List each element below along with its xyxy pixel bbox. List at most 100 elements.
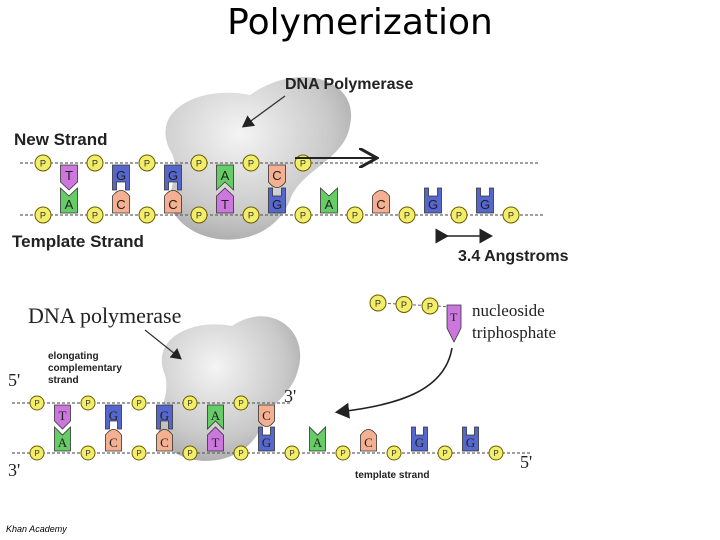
top-tmpl-phosphate-1-label: P [92, 210, 98, 220]
bottom-tmpl-base-5-letter: A [313, 435, 323, 450]
bottom-new-phosphate-0 [29, 395, 45, 411]
nucleoside-triphosphate: P P P T [369, 294, 462, 343]
bottom-tmpl-base-8-letter: G [466, 435, 475, 450]
nucleoside-label-1: nucleoside [472, 301, 545, 320]
bottom-tmpl-base-7 [411, 426, 428, 452]
top-new-base-4 [268, 164, 286, 188]
top-new-base-3 [216, 164, 234, 191]
top-tmpl-base-3-letter: T [221, 197, 229, 212]
incoming-arrow [334, 347, 453, 419]
template-strand-caption: template strand [355, 470, 429, 481]
ntp-phosphate-1 [395, 296, 413, 313]
bottom-tmpl-phosphate-9-label: P [493, 449, 498, 458]
top-tmpl-phosphate-4 [242, 206, 260, 224]
bottom-new-base-1 [105, 404, 122, 430]
top-tmpl-base-7-letter: G [428, 197, 438, 212]
bottom-tmpl-phosphate-1-label: P [85, 449, 90, 458]
bottom-tmpl-base-2-letter: C [160, 435, 169, 450]
bottom-tmpl-phosphate-5 [284, 445, 300, 461]
elongating-label-1: elongating [48, 351, 99, 362]
spacing-label: 3.4 Angstroms [458, 248, 569, 265]
bottom-tmpl-phosphate-1 [80, 445, 96, 461]
top-tmpl-base-3 [216, 187, 234, 214]
bottom-new-base-2-letter: G [160, 408, 169, 423]
top-new-base-4-letter: C [272, 168, 281, 183]
ntp-base-letter: T [450, 310, 458, 324]
top-tmpl-base-5-letter: A [325, 197, 334, 212]
new-strand-label: New Strand [14, 130, 108, 149]
bottom-tmpl-phosphate-5-label: P [289, 449, 294, 458]
elongating-label-3: strand [48, 375, 79, 386]
bottom-new-phosphate-4-label: P [238, 399, 243, 408]
ntp-phosphate-0-label: P [375, 298, 381, 308]
bottom-new-phosphate-1 [80, 395, 96, 411]
top-tmpl-base-8-letter: G [480, 197, 490, 212]
top-tmpl-phosphate-8 [450, 206, 468, 224]
top-tmpl-phosphate-6-label: P [352, 210, 358, 220]
nucleoside-label-2: triphosphate [472, 323, 556, 342]
bottom-tmpl-base-5 [309, 426, 326, 452]
top-new-base-2 [164, 164, 182, 191]
top-tmpl-phosphate-5-label: P [300, 210, 306, 220]
bottom-tmpl-base-4 [258, 426, 275, 452]
ntp-phosphate-2-label: P [427, 301, 433, 311]
ntp-phosphate-1-label: P [401, 300, 407, 310]
top-new-phosphate-4-label: P [248, 158, 254, 168]
bottom-new-phosphate-1-label: P [85, 399, 90, 408]
bottom-new-base-4-letter: C [262, 408, 271, 423]
bottom-new-base-1-letter: G [109, 408, 118, 423]
top-tmpl-base-1 [112, 190, 130, 214]
bottom-tmpl-base-3-letter: T [212, 435, 220, 450]
bottom-new-base-3-letter: A [211, 408, 221, 423]
top-tmpl-base-2-letter: C [168, 197, 177, 212]
top-tmpl-base-7 [424, 187, 442, 214]
bottom-enzyme-blob [158, 316, 301, 461]
bottom-tmpl-phosphate-6-label: P [340, 449, 345, 458]
bottom-tmpl-phosphate-9 [488, 445, 504, 461]
top-new-base-1 [112, 164, 130, 191]
bottom-tmpl-base-4-letter: G [262, 435, 271, 450]
top-new-phosphate-4 [242, 154, 260, 172]
slide-title: Polymerization [227, 2, 493, 43]
top-tmpl-base-4-letter: G [272, 197, 282, 212]
top-tmpl-phosphate-9-label: P [508, 210, 514, 220]
top-tmpl-base-0-letter: A [65, 197, 74, 212]
top-tmpl-base-5 [320, 187, 338, 214]
bottom-enzyme-label: DNA polymerase [28, 303, 181, 328]
top-enzyme-pointer [241, 95, 286, 128]
top-tmpl-phosphate-9 [502, 206, 520, 224]
bottom-new-phosphate-2 [131, 395, 147, 411]
top-new-phosphate-0 [34, 154, 52, 172]
bottom-tmpl-base-6-letter: C [364, 435, 373, 450]
bottom-tmpl-base-8 [462, 426, 479, 452]
top-new-phosphate-2-label: P [144, 158, 150, 168]
bottom-enzyme-pointer [144, 329, 182, 360]
bottom-tmpl-phosphate-2 [131, 445, 147, 461]
bottom-tmpl-phosphate-0-label: P [34, 449, 39, 458]
bottom-tmpl-base-1 [105, 429, 122, 452]
bottom-tmpl-phosphate-2-label: P [136, 449, 141, 458]
top-new-phosphate-0-label: P [40, 158, 46, 168]
elongating-label-2: complementary [48, 363, 122, 374]
bottom-tmpl-phosphate-3 [182, 445, 198, 461]
bottom-tmpl-phosphate-3-label: P [187, 449, 192, 458]
bottom-new-base-4 [258, 404, 275, 427]
top-new-phosphate-1-label: P [92, 158, 98, 168]
top-new-base-1-letter: G [116, 168, 126, 183]
top-tmpl-phosphate-7-label: P [404, 210, 410, 220]
bottom-tmpl-phosphate-8 [437, 445, 453, 461]
top-tmpl-base-4 [268, 187, 286, 214]
top-tmpl-phosphate-4-label: P [248, 210, 254, 220]
three-prime-bottom: 3' [8, 460, 20, 480]
top-tmpl-phosphate-6 [346, 206, 364, 224]
bottom-tmpl-phosphate-4-label: P [238, 449, 243, 458]
bottom-new-phosphate-4 [233, 395, 249, 411]
bottom-new-base-3 [207, 404, 224, 430]
top-new-base-2-letter: G [168, 168, 178, 183]
top-new-base-3-letter: A [221, 168, 230, 183]
top-tmpl-phosphate-0-label: P [40, 210, 46, 220]
